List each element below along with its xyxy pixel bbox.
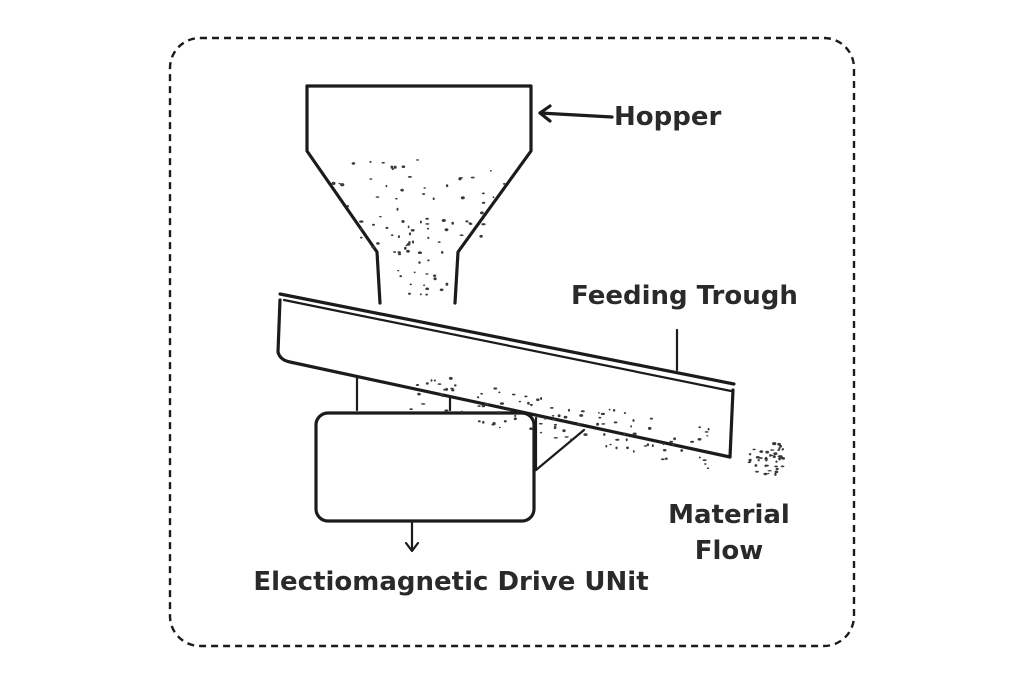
material-flow-grains [747, 442, 786, 476]
material-flow-label-line1: Material [668, 500, 790, 530]
hopper-shape [305, 84, 533, 305]
feeding-trough-label: Feeding Trough [571, 281, 798, 311]
drive-unit-shape [314, 375, 586, 523]
hopper-label: Hopper [614, 102, 721, 132]
trough-material-grains [409, 376, 710, 470]
dashed-frame [168, 36, 856, 648]
hopper-material-grains [331, 159, 506, 296]
hopper-arrow [538, 104, 614, 123]
material-flow-label-line2: Flow [695, 536, 764, 566]
feeding-trough-shape [276, 292, 736, 470]
drive-unit-arrow [404, 521, 420, 553]
drive-unit-label: Electiomagnetic Drive UNit [253, 567, 648, 597]
